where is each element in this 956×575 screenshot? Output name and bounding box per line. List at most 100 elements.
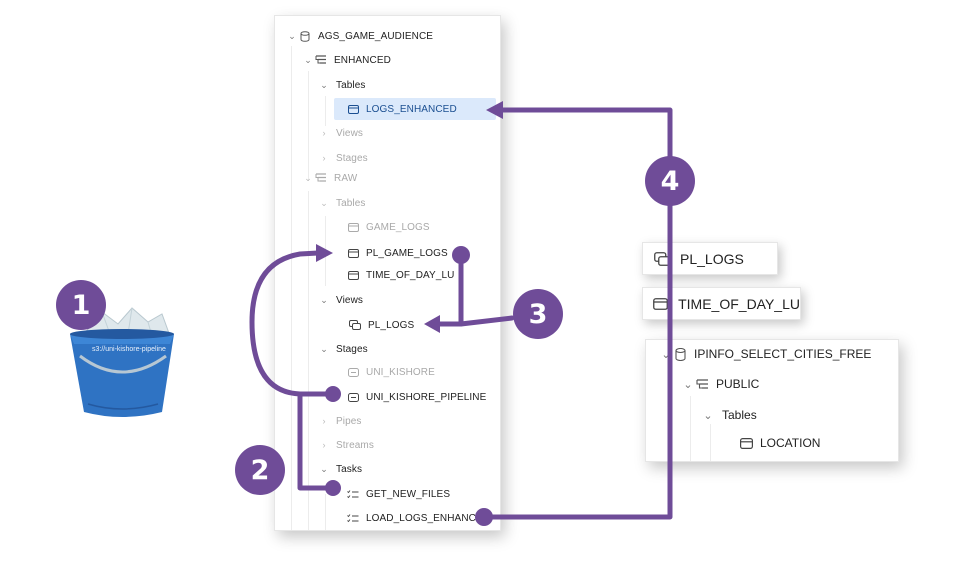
arrow-table-to-view <box>435 252 464 327</box>
tree-item-label: Views <box>336 294 363 306</box>
chevron-down-icon: ⌄ <box>703 409 713 422</box>
tree-guide <box>690 396 691 461</box>
tree-item-label: Pipes <box>336 415 362 427</box>
arrow-stage-to-table <box>249 250 336 397</box>
tree-item-label: Stages <box>336 152 368 164</box>
tree-item-label: GAME_LOGS <box>366 221 430 233</box>
chevron-down-icon: ⌄ <box>304 172 312 183</box>
s3-bucket-icon <box>70 307 174 417</box>
share-db-database[interactable]: ⌄ IPINFO_SELECT_CITIES_FREE <box>660 342 871 366</box>
tree-item-label: UNI_KISHORE <box>366 366 435 378</box>
tree-item-label: UNI_KISHORE_PIPELINE <box>366 391 487 403</box>
tree-item-label: PL_GAME_LOGS <box>366 247 448 259</box>
tree-folder-raw-views[interactable]: ⌄ Views <box>318 289 363 311</box>
tree-guide <box>325 494 326 530</box>
chevron-down-icon: ⌄ <box>320 294 328 305</box>
tree-item-label: RAW <box>334 172 358 184</box>
table-icon <box>346 247 360 259</box>
bucket-label: s3://uni-kishore-pipeline <box>92 346 166 353</box>
tree-item-label: LOCATION <box>760 436 821 450</box>
tree-folder-raw-stages[interactable]: ⌄ Stages <box>318 338 368 360</box>
tree-item-label: GET_NEW_FILES <box>366 488 451 500</box>
chevron-down-icon: ⌄ <box>304 54 312 65</box>
database-icon <box>672 347 688 361</box>
tree-guide <box>710 424 711 461</box>
step-badge-4: 4 <box>645 156 695 206</box>
tree-folder-streams[interactable]: › Streams <box>318 434 374 456</box>
tree-item-label: Views <box>336 127 363 139</box>
tree-item-label: LOAD_LOGS_ENHANC... <box>366 512 485 524</box>
tree-item-label: Stages <box>336 343 368 355</box>
schema-icon <box>314 54 328 66</box>
step-badge-1: 1 <box>56 280 106 330</box>
stage-icon <box>346 391 360 403</box>
tree-folder-tasks[interactable]: ⌄ Tasks <box>318 458 362 480</box>
connector-dot <box>325 386 341 402</box>
table-icon <box>652 296 669 312</box>
chevron-down-icon: ⌄ <box>288 30 296 41</box>
tree-item-load-logs-enhanced[interactable]: LOAD_LOGS_ENHANC... <box>346 507 485 529</box>
card-label: TIME_OF_DAY_LU <box>678 295 800 312</box>
tree-guide <box>325 96 326 126</box>
arrow-task-to-enhanced <box>481 107 673 520</box>
task-icon <box>346 512 360 524</box>
tree-item-pl-logs[interactable]: PL_LOGS <box>348 314 414 336</box>
task-icon <box>346 488 360 500</box>
chevron-down-icon: ⌄ <box>320 197 328 208</box>
tree-guide <box>308 71 309 181</box>
chevron-right-icon: › <box>322 128 326 138</box>
chevron-down-icon: ⌄ <box>320 79 328 90</box>
tree-item-time-of-day-lu[interactable]: TIME_OF_DAY_LU <box>346 264 454 286</box>
connector-dot <box>475 508 493 526</box>
tree-guide <box>291 46 292 530</box>
tree-item-label: PL_LOGS <box>368 319 415 331</box>
tree-item-uni-kishore-pipeline[interactable]: UNI_KISHORE_PIPELINE <box>346 386 486 408</box>
schema-icon <box>314 172 328 184</box>
tree-guide <box>308 191 309 530</box>
table-icon <box>738 437 754 449</box>
tree-folder-enhanced-tables[interactable]: ⌄ Tables <box>318 74 366 96</box>
tree-item-label: Tasks <box>336 463 363 475</box>
connector-dot <box>452 246 470 264</box>
tree-item-uni-kishore[interactable]: UNI_KISHORE <box>346 361 435 383</box>
tree-item-label: ENHANCED <box>334 54 391 66</box>
arrow-stage-to-task <box>297 391 336 491</box>
shared-database-panel <box>645 339 899 462</box>
stage-icon <box>346 366 360 378</box>
arrowhead <box>486 101 503 119</box>
tree-folder-pipes[interactable]: › Pipes <box>318 410 362 432</box>
tree-item-label: PUBLIC <box>716 377 760 391</box>
tree-item-logs-enhanced[interactable]: LOGS_ENHANCED <box>334 98 496 120</box>
tree-folder-enhanced-views[interactable]: › Views <box>318 122 363 144</box>
tree-item-get-new-files[interactable]: GET_NEW_FILES <box>346 483 450 505</box>
tree-item-pl-game-logs[interactable]: PL_GAME_LOGS <box>346 242 448 264</box>
chevron-right-icon: › <box>322 153 326 163</box>
pl-logs-card[interactable]: PL_LOGS <box>642 242 778 275</box>
arrowhead <box>424 315 440 333</box>
connector-dot <box>325 480 341 496</box>
tree-item-database[interactable]: ⌄ AGS_GAME_AUDIENCE <box>286 25 433 47</box>
table-icon <box>346 221 360 233</box>
schema-icon <box>694 378 710 390</box>
chevron-down-icon: ⌄ <box>661 348 671 361</box>
chevron-down-icon: ⌄ <box>320 343 328 354</box>
chevron-right-icon: › <box>322 416 326 426</box>
tree-item-label: LOGS_ENHANCED <box>366 103 457 115</box>
chevron-right-icon: › <box>322 440 326 450</box>
share-db-schema[interactable]: ⌄ PUBLIC <box>682 372 759 396</box>
tree-item-enhanced-schema[interactable]: ⌄ ENHANCED <box>302 49 391 71</box>
tree-folder-raw-tables[interactable]: ⌄ Tables <box>318 192 366 214</box>
tree-item-label: Tables <box>336 197 366 209</box>
share-db-tables-folder[interactable]: ⌄ Tables <box>702 403 757 427</box>
share-db-location-table[interactable]: LOCATION <box>738 431 820 455</box>
arrowhead <box>316 244 333 262</box>
tree-item-game-logs[interactable]: GAME_LOGS <box>346 216 430 238</box>
table-icon <box>346 103 360 115</box>
step-badge-3: 3 <box>513 289 563 339</box>
tree-folder-enhanced-stages[interactable]: › Stages <box>318 147 368 169</box>
table-icon <box>346 269 360 281</box>
tree-item-label: Tables <box>722 408 757 422</box>
tree-item-raw-schema[interactable]: ⌄ RAW <box>302 167 357 189</box>
chevron-down-icon: ⌄ <box>320 463 328 474</box>
